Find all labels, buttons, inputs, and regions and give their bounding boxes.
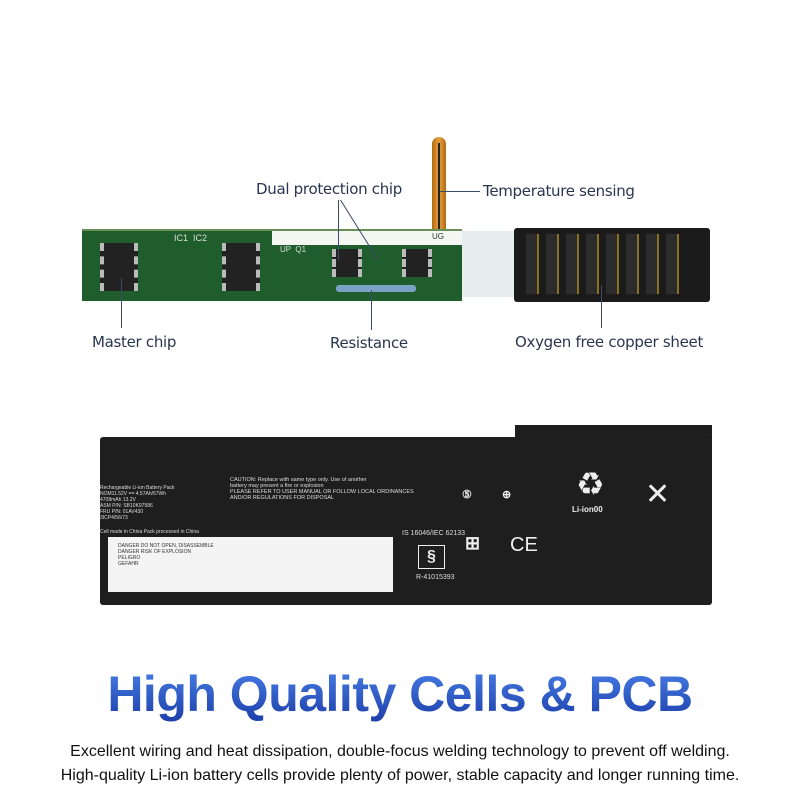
- pin: [526, 234, 539, 294]
- pin: [666, 234, 679, 294]
- weee-bin-icon: ✕: [645, 478, 671, 511]
- pin: [586, 234, 599, 294]
- warning-text: DANGER DO NOT OPEN, DISASSEMBLE DANGER R…: [118, 543, 214, 567]
- warning-sticker: DANGER DO NOT OPEN, DISASSEMBLE DANGER R…: [108, 537, 393, 592]
- caption-line-1: Excellent wiring and heat dissipation, d…: [70, 743, 730, 760]
- pcb-strip: UG: [272, 231, 462, 245]
- recycle-icon: ♻: [576, 466, 605, 502]
- pin: [566, 234, 579, 294]
- circle-5-icon: ⑤: [462, 489, 472, 501]
- label-resistance: Resistance: [330, 334, 408, 352]
- copper-connector: [514, 228, 710, 302]
- pin: [646, 234, 659, 294]
- standard-text: IS 16046/IEC 62133: [402, 530, 466, 537]
- battery-pack: Rechargeable Li-ion Battery Pack NOM11.5…: [100, 437, 712, 605]
- headline: High Quality Cells & PCB: [0, 665, 800, 723]
- safety-mark-icon: ⊕: [502, 489, 512, 501]
- pcb-silk-q: UP Q1: [280, 245, 307, 254]
- secondary-chip: [222, 243, 260, 291]
- label-temperature: Temperature sensing: [483, 182, 635, 200]
- pin: [606, 234, 619, 294]
- temperature-probe: [432, 137, 446, 233]
- label-master-chip: Master chip: [92, 333, 177, 351]
- battery-bump: [515, 425, 712, 439]
- battery-spec-text: Rechargeable Li-ion Battery Pack NOM11.5…: [100, 485, 175, 521]
- caution-text: CAUTION: Replace with same type only. Us…: [230, 477, 414, 501]
- ce-mark: CE: [510, 534, 538, 556]
- pcb-silk-ic: IC1 IC2: [174, 233, 208, 243]
- label-dual-protection: Dual protection chip: [256, 180, 403, 198]
- reg-number: R-41015393: [416, 574, 455, 581]
- resistor: [336, 285, 416, 292]
- master-chip: [100, 243, 138, 291]
- protection-chip-1: [332, 249, 362, 277]
- label-copper: Oxygen free copper sheet: [515, 333, 704, 351]
- recycle-label: Li-ion00: [572, 505, 603, 514]
- caption-line-2: High-quality Li-ion battery cells provid…: [60, 767, 740, 784]
- pin: [626, 234, 639, 294]
- pcb-white-section: [462, 231, 522, 297]
- taiwan-recycle-icon: ⊞: [465, 533, 481, 553]
- protection-chip-2: [402, 249, 432, 277]
- pin: [546, 234, 559, 294]
- made-in-text: Cell made in China Pack processed in Chi…: [100, 529, 199, 535]
- pcb-silk-ug: UG: [432, 232, 444, 241]
- bis-mark-icon: §: [418, 545, 445, 569]
